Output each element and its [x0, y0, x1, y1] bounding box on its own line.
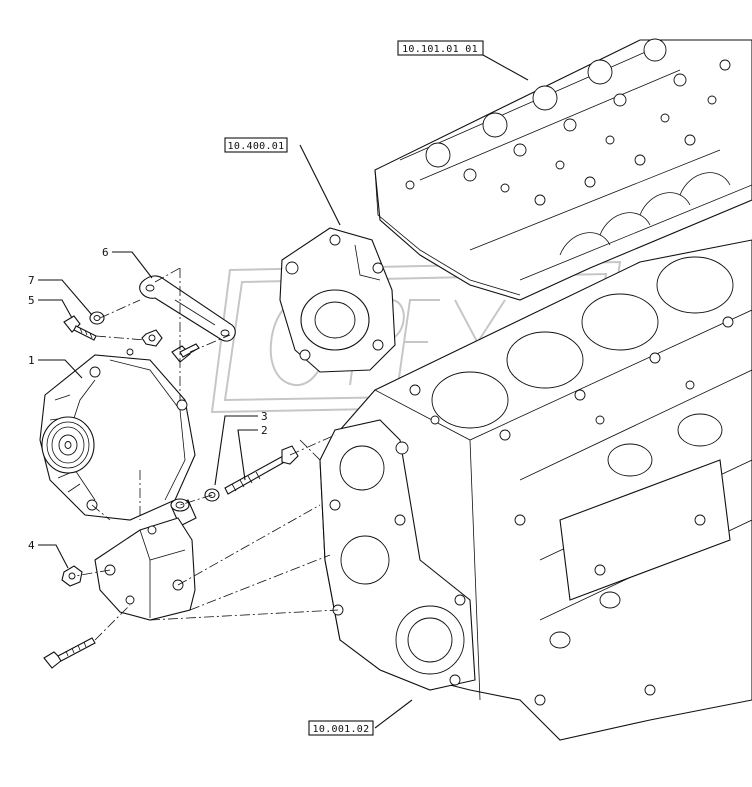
reference-label-engine-block: 10.001.02 [313, 724, 370, 735]
reference-label-cylinder-head: 10.101.01 01 [402, 44, 478, 55]
callout-7: 7 [28, 274, 35, 287]
leader-lines [38, 54, 529, 729]
callout-6: 6 [102, 246, 109, 259]
bracket-bolt [43, 637, 96, 669]
callout-numbers: 1 2 3 4 5 6 7 [28, 246, 268, 552]
callout-4: 4 [28, 539, 35, 552]
long-bolt [224, 445, 299, 495]
reference-box-water-pump: 10.400.01 [224, 137, 288, 153]
cylinder-bores [431, 256, 734, 429]
link-washer [89, 311, 105, 325]
head-bolt-holes [405, 38, 731, 206]
alternator [39, 348, 196, 521]
block-front-face [319, 419, 476, 691]
reference-box-cylinder-head: 10.101.01 01 [397, 40, 484, 56]
callout-5: 5 [28, 294, 35, 307]
alternator-pulley [41, 416, 95, 474]
callout-1: 1 [28, 354, 35, 367]
reference-box-engine-block: 10.001.02 [308, 720, 374, 736]
bracket-nut [61, 565, 83, 587]
water-pump-housing [279, 227, 396, 373]
link-bolt [63, 315, 97, 341]
cylinder-head-assembly [374, 38, 752, 301]
reference-label-water-pump: 10.400.01 [228, 141, 285, 152]
alternator-mount-nut [141, 329, 163, 347]
adjusting-link [139, 275, 236, 342]
assembly-centerlines [74, 267, 339, 641]
callout-3: 3 [261, 410, 268, 423]
head-ports [559, 172, 731, 256]
engine-block [319, 239, 752, 741]
block-bolt-holes [409, 316, 734, 441]
alternator-pivot-bolt [171, 343, 200, 363]
callout-2: 2 [261, 424, 268, 437]
alternator-bracket [94, 517, 196, 621]
block-side-details [514, 413, 731, 706]
